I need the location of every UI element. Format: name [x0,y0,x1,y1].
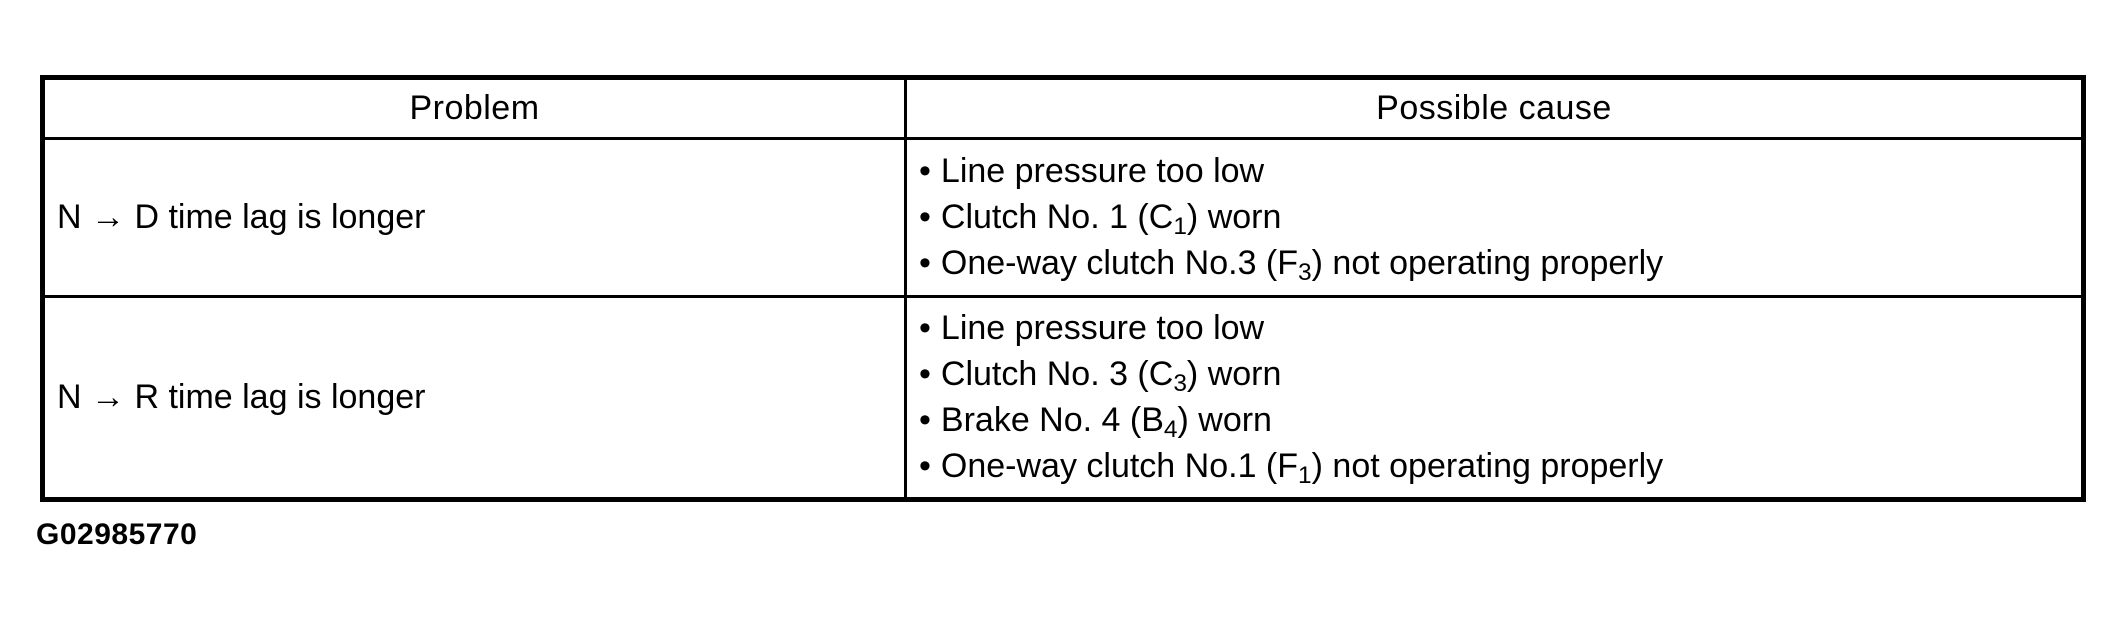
problem-cell: N → R time lag is longer [45,297,907,497]
cause-item: •Clutch No. 3 (C3) worn [919,351,2081,397]
cause-text: Line pressure too low [940,152,1265,191]
bullet-icon: • [919,355,931,394]
bullet-icon: • [919,401,931,440]
bullet-icon: • [919,447,931,486]
bullet-icon: • [919,198,931,237]
column-header-problem: Problem [45,80,907,137]
cause-item: •One-way clutch No.3 (F3) not operating … [919,240,2081,286]
cause-item: •Line pressure too low [919,305,2081,351]
table-row: N → R time lag is longer•Line pressure t… [45,297,2081,497]
table-header-row: Problem Possible cause [45,80,2081,140]
table-row: N → D time lag is longer•Line pressure t… [45,140,2081,298]
figure-code: G02985770 [36,518,198,551]
cause-item: •Clutch No. 1 (C1) worn [919,194,2081,240]
problem-cell: N → D time lag is longer [45,140,907,295]
troubleshooting-table: Problem Possible cause N → D time lag is… [40,75,2086,502]
cause-text: Line pressure too low [940,309,1265,348]
table-body: N → D time lag is longer•Line pressure t… [45,140,2081,497]
cause-text: One-way clutch No.3 (F3) not operating p… [940,244,1664,286]
cause-text: Clutch No. 3 (C3) worn [940,355,1282,397]
causes-cell: •Line pressure too low•Clutch No. 1 (C1)… [907,140,2081,295]
column-header-possible-cause: Possible cause [1376,89,1612,127]
bullet-icon: • [919,152,931,191]
bullet-icon: • [919,309,931,348]
causes-cell: •Line pressure too low•Clutch No. 3 (C3)… [907,298,2081,497]
cause-text: One-way clutch No.1 (F1) not operating p… [940,447,1664,489]
cause-text: Brake No. 4 (B4) worn [940,401,1272,443]
cause-item: •Brake No. 4 (B4) worn [919,397,2081,443]
bullet-icon: • [919,244,931,283]
cause-item: •One-way clutch No.1 (F1) not operating … [919,443,2081,489]
cause-item: •Line pressure too low [919,148,2081,194]
cause-text: Clutch No. 1 (C1) worn [940,198,1282,240]
